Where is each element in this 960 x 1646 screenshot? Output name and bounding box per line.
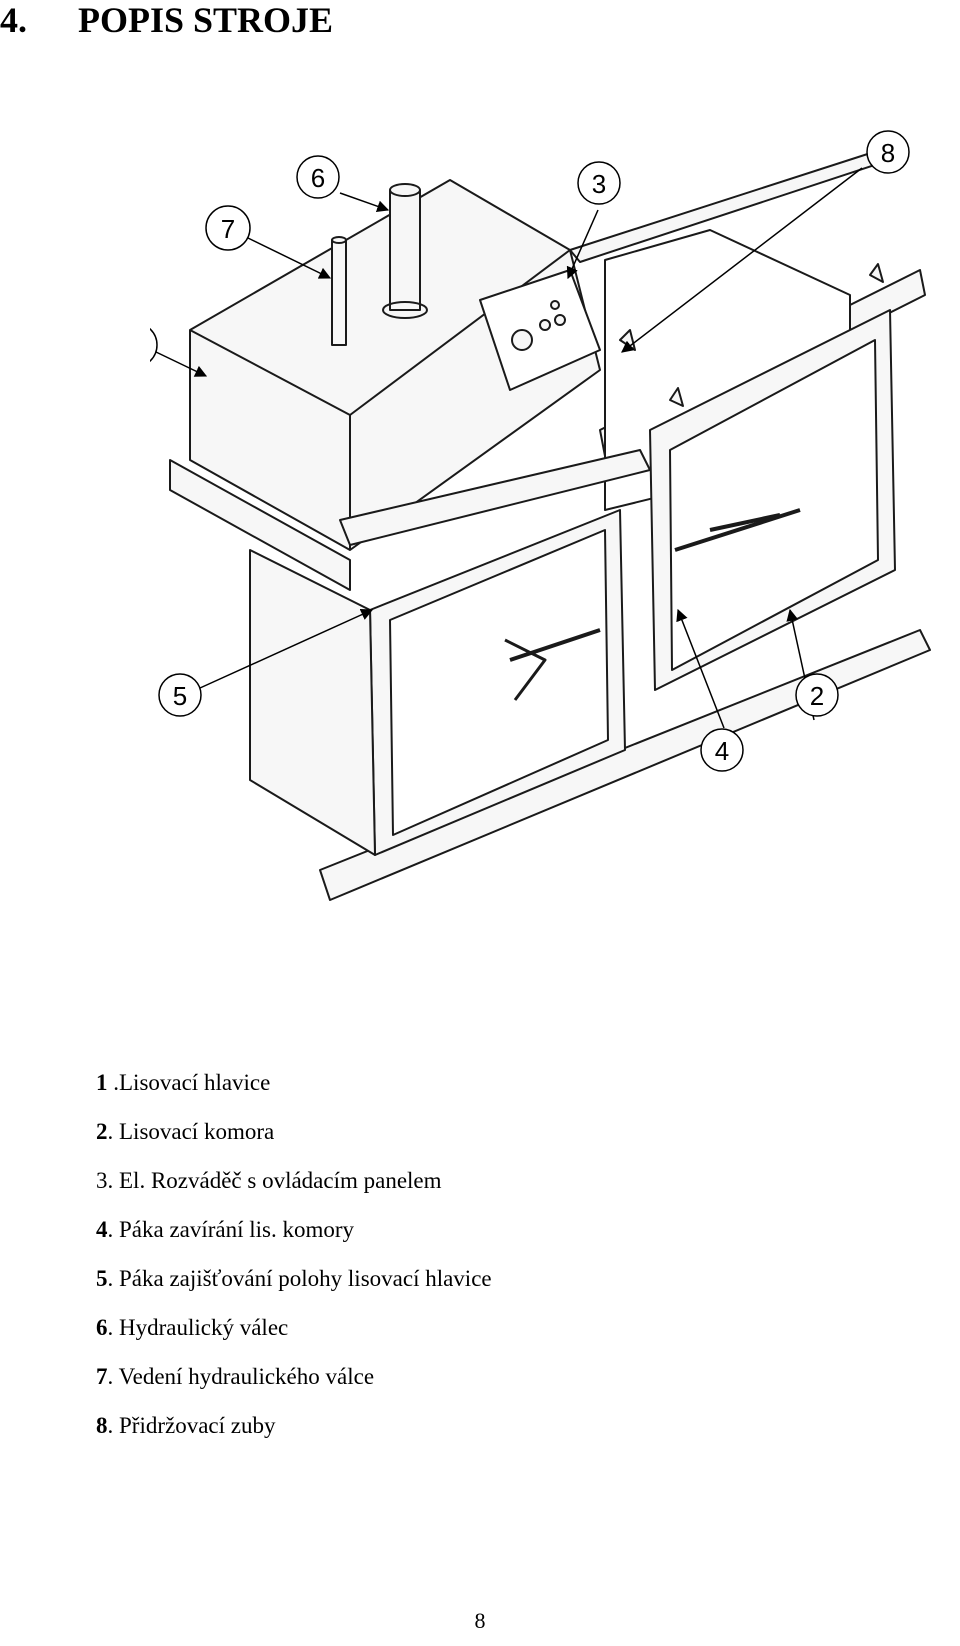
callout-4-circle — [700, 728, 744, 772]
legend-item: 3. El. Rozváděč s ovládacím panelem — [96, 1166, 492, 1215]
legend-item: 6. Hydraulický válec — [96, 1313, 492, 1362]
legend-item-text: . Hydraulický válec — [107, 1315, 289, 1340]
legend-item: 4. Páka zavírání lis. komory — [96, 1215, 492, 1264]
legend-item-number: 5 — [96, 1266, 108, 1291]
section-number: 4. — [0, 0, 27, 40]
legend-item: 5. Páka zajišťování polohy lisovací hlav… — [96, 1264, 492, 1313]
legend-item-text: . Páka zajišťování polohy lisovací hlavi… — [107, 1266, 492, 1291]
callout-2-circle — [795, 673, 839, 717]
legend-item-text: .Lisovací hlavice — [107, 1070, 271, 1095]
legend-item-number: 3 — [96, 1168, 108, 1193]
legend-item-number: 2 — [96, 1119, 108, 1144]
legend-item-number: 1 — [96, 1070, 108, 1095]
legend-item: 2. Lisovací komora — [96, 1117, 492, 1166]
legend-item-text: . Přidržovací zuby — [107, 1413, 276, 1438]
callout-5-label: 5 — [173, 681, 187, 711]
callout-7-label: 7 — [221, 214, 235, 244]
callout-6-label: 6 — [311, 163, 325, 193]
legend-item: 1 .Lisovací hlavice — [96, 1068, 492, 1117]
callout-3-label: 3 — [592, 169, 606, 199]
legend-item-text: . El. Rozváděč s ovládacím panelem — [107, 1168, 442, 1193]
legend-item-number: 8 — [96, 1413, 108, 1438]
legend-item-text: . Páka zavírání lis. komory — [107, 1217, 355, 1242]
legend-item: 8. Přidržovací zuby — [96, 1411, 492, 1460]
callout-8-label: 8 — [881, 138, 895, 168]
page-number: 8 — [474, 1608, 486, 1633]
parts-legend: 1 .Lisovací hlavice 2. Lisovací komora 3… — [96, 1068, 492, 1460]
legend-item: 7. Vedení hydraulického válce — [96, 1362, 492, 1411]
legend-item-number: 7 — [96, 1364, 108, 1389]
callout-6-circle — [296, 155, 340, 199]
callout-5-circle — [158, 673, 202, 717]
section-heading: 4. POPIS STROJE — [0, 0, 333, 40]
legend-item-text: . Lisovací komora — [107, 1119, 275, 1144]
callout-7-circle — [205, 205, 251, 251]
callout-3-circle — [577, 161, 621, 205]
callout-8-circle — [866, 130, 910, 174]
callout-4-label: 4 — [715, 736, 729, 766]
legend-item-text: . Vedení hydraulického válce — [107, 1364, 375, 1389]
legend-item-number: 6 — [96, 1315, 108, 1340]
section-title: POPIS STROJE — [78, 0, 334, 40]
callout-1-circle — [150, 327, 158, 363]
legend-item-number: 4 — [96, 1217, 108, 1242]
callout-2-label: 2 — [810, 681, 824, 711]
machine-drawing: 1 2 3 4 5 6 7 8 — [150, 130, 931, 901]
